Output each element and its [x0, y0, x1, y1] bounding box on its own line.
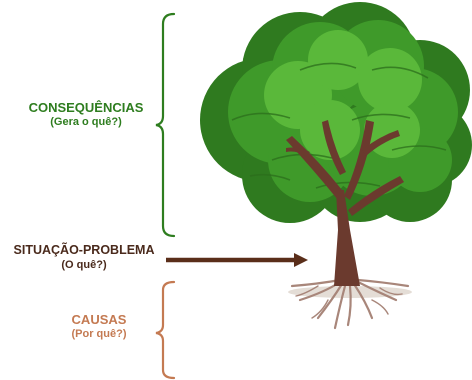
causes-label: CAUSAS (Por quê?)	[58, 312, 140, 342]
causes-subtitle: (Por quê?)	[71, 328, 127, 341]
tree-roots	[290, 278, 410, 330]
tree-illustration	[200, 2, 472, 330]
problem-title: SITUAÇÃO-PROBLEMA	[13, 243, 155, 257]
tree-trunk	[286, 120, 404, 286]
consequences-title: CONSEQUÊNCIAS	[28, 100, 144, 115]
consequences-bracket	[155, 12, 176, 238]
arrow-right-icon	[166, 253, 308, 267]
consequences-subtitle: (Gera o quê?)	[50, 116, 122, 129]
tree-foliage-contours	[231, 62, 447, 189]
problem-subtitle: (O quê?)	[61, 258, 107, 271]
causes-bracket	[155, 280, 176, 380]
causes-title: CAUSAS	[71, 312, 127, 327]
problem-label: SITUAÇÃO-PROBLEMA (O quê?)	[4, 243, 164, 272]
consequences-label: CONSEQUÊNCIAS (Gera o quê?)	[18, 100, 154, 130]
